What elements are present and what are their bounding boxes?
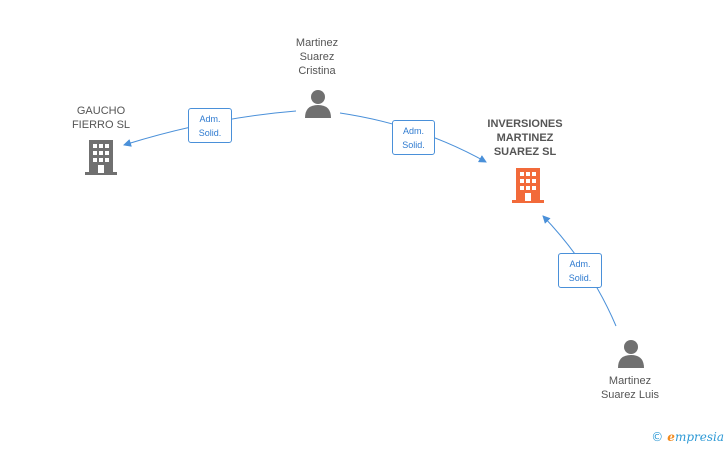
edge-label-badge[interactable]: Adm. Solid. — [392, 120, 435, 155]
label-line: MARTINEZ — [496, 132, 554, 144]
badge-line: Adm. — [569, 259, 591, 269]
person-icon[interactable] — [617, 339, 645, 369]
building-icon-main[interactable] — [512, 167, 544, 203]
badge-line: Solid. — [568, 273, 592, 283]
label-line: FIERRO SL — [71, 119, 131, 131]
copyright-symbol: © — [651, 430, 664, 444]
badge-line: Adm. — [199, 114, 221, 124]
badge-line: Solid. — [402, 140, 425, 150]
person-icon[interactable] — [304, 89, 332, 119]
badge-line: Solid. — [198, 128, 222, 138]
label-line: INVERSIONES — [487, 118, 563, 130]
label-line: Martinez — [608, 375, 652, 387]
label-line: Suarez Luis — [600, 389, 660, 401]
brand-name: mpresia — [674, 430, 724, 444]
brand-initial: e — [667, 430, 675, 444]
company-label-inversiones[interactable]: INVERSIONES MARTINEZ SUAREZ SL — [470, 117, 580, 159]
badge-line: Adm. — [402, 126, 424, 136]
label-line: GAUCHO — [76, 105, 126, 117]
building-icon[interactable] — [85, 139, 117, 175]
person-label-luis[interactable]: Martinez Suarez Luis — [585, 374, 675, 402]
edge-label-badge[interactable]: Adm. Solid. — [188, 108, 232, 143]
company-label-gaucho[interactable]: GAUCHO FIERRO SL — [56, 104, 146, 132]
edge-label-badge[interactable]: Adm. Solid. — [558, 253, 602, 288]
label-line: SUAREZ SL — [493, 146, 557, 158]
person-label-cristina[interactable]: Martinez Suarez Cristina — [272, 36, 362, 78]
empresia-watermark[interactable]: ©empresia — [651, 430, 724, 444]
label-line: Cristina — [298, 65, 336, 77]
label-line: Martinez — [295, 37, 339, 49]
label-line: Suarez — [299, 51, 335, 63]
